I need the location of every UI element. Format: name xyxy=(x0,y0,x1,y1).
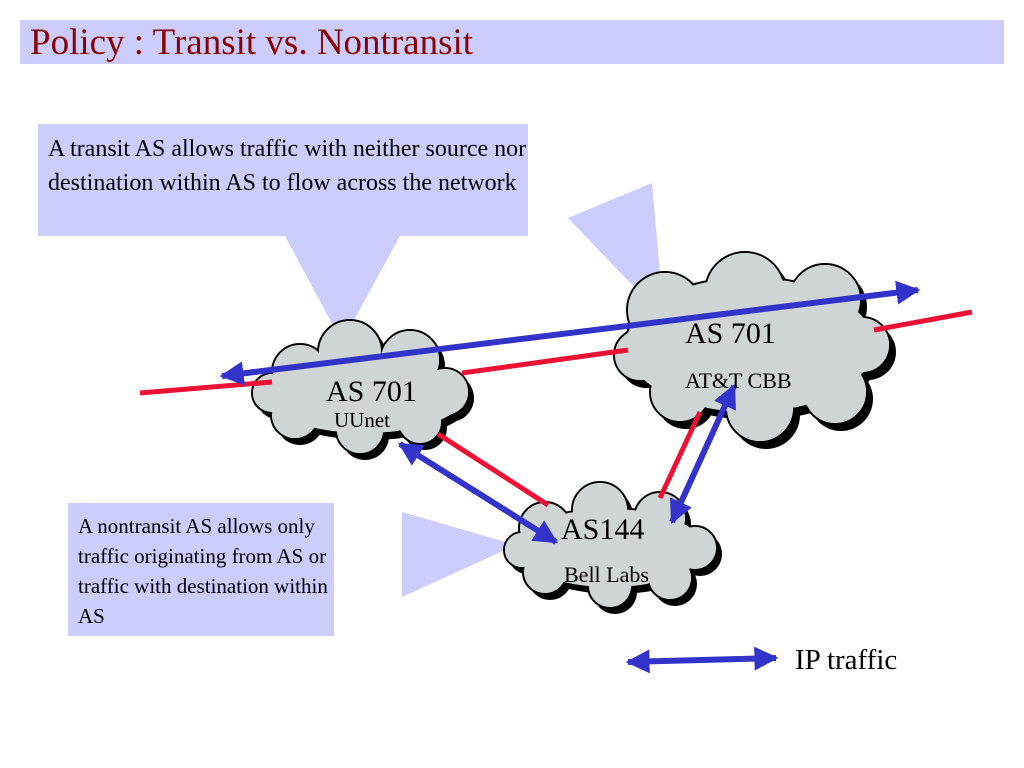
transit-callout: A transit AS allows traffic with neither… xyxy=(38,124,528,236)
link-right-stub xyxy=(873,309,973,333)
traffic-arrows xyxy=(219,280,921,674)
nontransit-callout-text: A nontransit AS allows only traffic orig… xyxy=(78,514,328,628)
legend-label: IP traffic xyxy=(795,644,898,676)
bell-name-label: Bell Labs xyxy=(564,562,649,587)
nontransit-callout: A nontransit AS allows only traffic orig… xyxy=(68,503,334,636)
link-uunet-att xyxy=(461,347,629,376)
transit-traffic-arrow xyxy=(219,280,921,386)
uunet-name-label: UUnet xyxy=(334,408,390,432)
link-uunet-bell xyxy=(436,431,550,508)
legend-arrow xyxy=(625,646,779,674)
transit-callout-text: A transit AS allows traffic with neither… xyxy=(48,136,527,196)
nontransit-callout-pointer xyxy=(402,512,516,597)
uunet-as-label: AS 701 xyxy=(326,375,417,408)
page-title: Policy : Transit vs. Nontransit xyxy=(30,22,474,63)
att-as-label: AS 701 xyxy=(685,317,776,350)
title-bar xyxy=(20,20,1004,64)
uunet-bell-traffic-arrow xyxy=(397,441,559,545)
bell-as-label: AS144 xyxy=(561,513,645,546)
cloud-bell-labs xyxy=(503,481,722,614)
att-name-label: AT&T CBB xyxy=(685,368,792,393)
att-bell-traffic-arrow xyxy=(669,383,737,525)
